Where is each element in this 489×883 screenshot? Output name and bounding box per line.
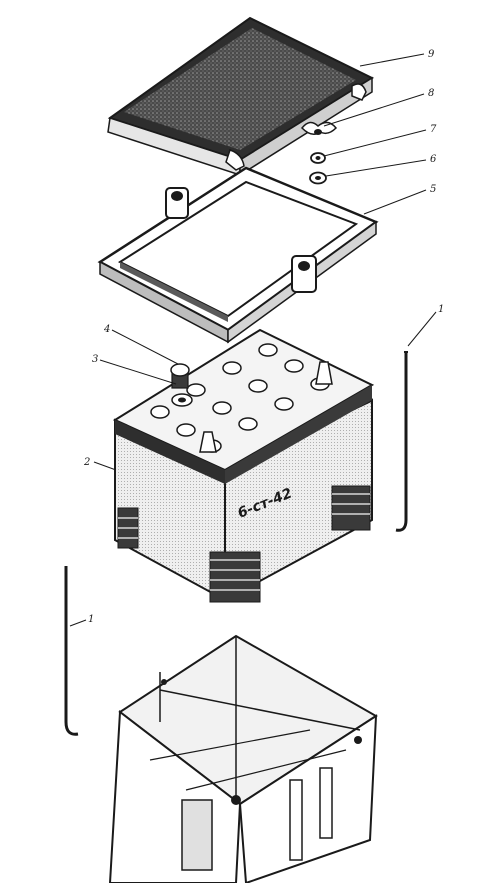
callout-2: 2 [83,457,90,468]
wing-nut [300,121,338,135]
tie-rod-left [64,566,79,736]
vent-plug [170,363,190,389]
callout-9: 9 [428,49,435,60]
battery-body: 6-ст-42 [112,328,375,603]
callout-1-bottom: 1 [88,614,94,625]
callout-3: 3 [92,354,98,365]
callout-5: 5 [430,184,436,195]
hold-down-frame [97,166,379,344]
callout-4: 4 [103,324,110,335]
battery-tray [108,634,378,883]
flat-washer [309,171,327,185]
terminal-post [199,361,333,453]
lock-washer [310,152,326,164]
callout-6: 6 [430,154,437,165]
filler-neck [171,393,193,407]
leader-lines [69,53,437,627]
callout-8: 8 [428,88,434,99]
battery-cover [107,16,375,177]
callout-1-top: 1 [438,304,444,315]
tie-rod-right [395,351,408,532]
callout-7: 7 [430,124,437,135]
